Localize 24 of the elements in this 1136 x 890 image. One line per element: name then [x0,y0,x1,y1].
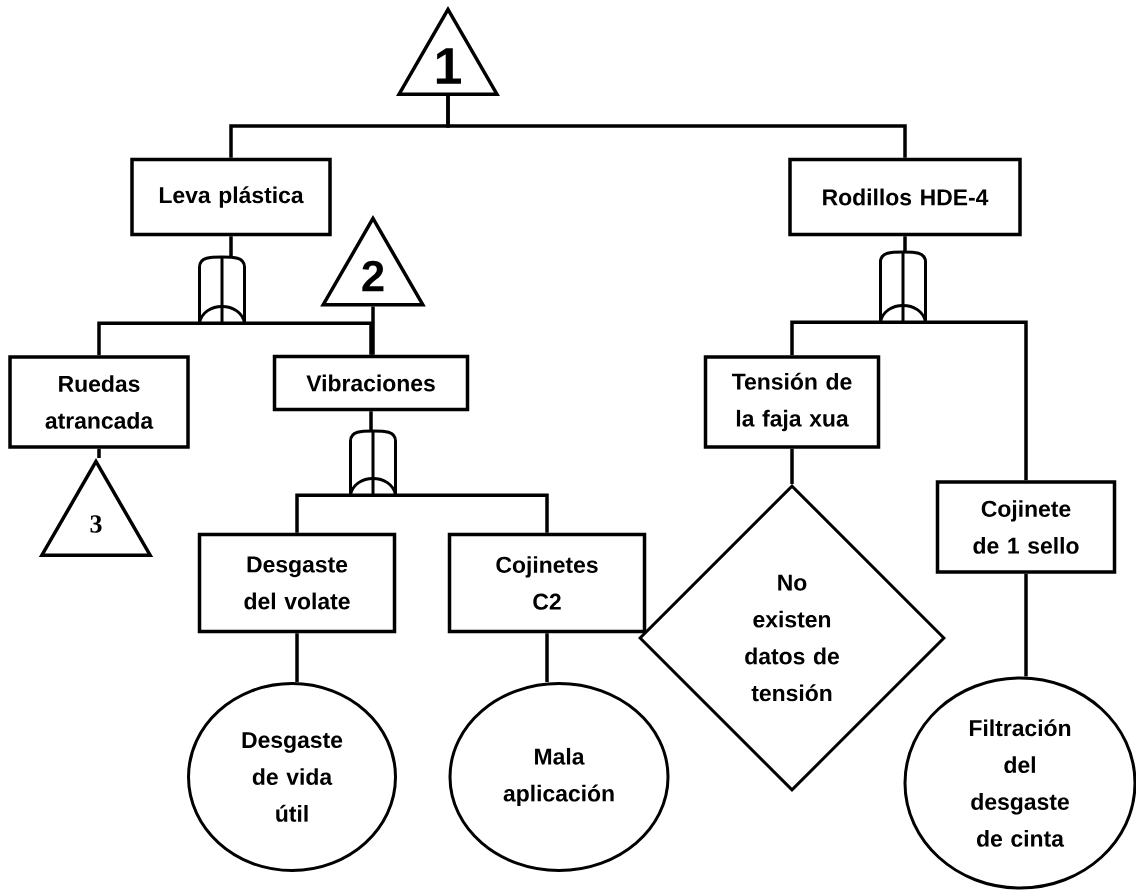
connector-line [545,633,549,682]
event-box: Leva plástica [130,157,332,237]
connector-line [295,493,373,533]
connector-line [1024,573,1028,677]
event-box: Vibraciones [272,354,470,412]
connector-line [369,411,373,431]
event-box: Ruedas atrancada [8,355,190,449]
connector-line [229,236,233,257]
connector-line [97,321,222,356]
connector-line [222,321,373,355]
event-box: Rodillos HDE-4 [788,157,1022,237]
connector-line [446,96,907,158]
event-box: Cojinetes C2 [447,532,647,634]
connector-line [373,493,549,533]
connector-line [903,236,907,252]
connector-line [295,633,299,682]
connector-line [371,306,375,355]
event-box: Cojinete de 1 sello [935,480,1117,574]
connector-line [97,448,101,458]
connector-line [790,320,903,356]
event-box: Desgaste del volate [197,532,397,634]
connector-line [903,320,1028,481]
event-box: Tensión de la faja xua [703,355,881,449]
connector-line [790,448,794,484]
